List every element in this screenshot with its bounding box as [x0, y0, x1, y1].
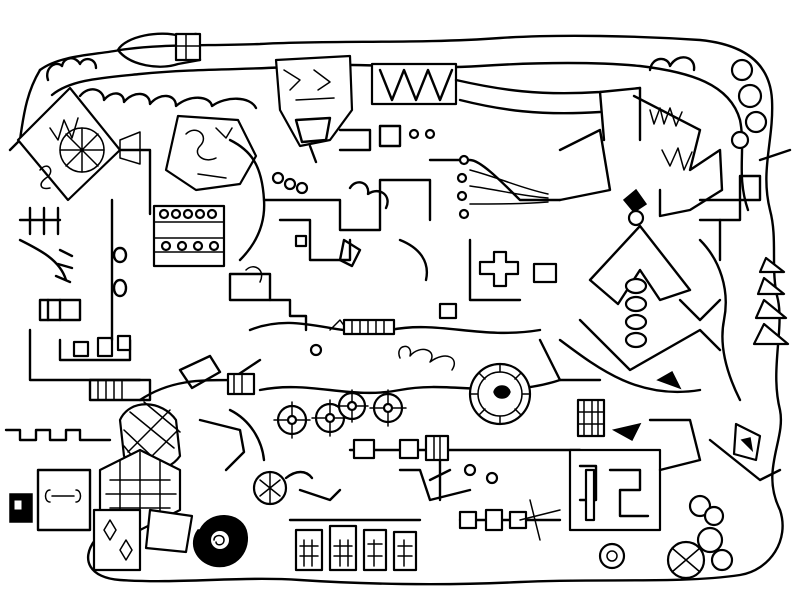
top-box	[174, 32, 202, 62]
central-top-machine	[118, 114, 272, 302]
bone-frame	[9, 468, 92, 532]
right-tower	[622, 94, 762, 262]
right-triangle-stack	[752, 256, 790, 346]
ferris-wheel-panel	[16, 86, 122, 202]
right-bottom-rooms	[568, 398, 782, 532]
bottom-right-bubbles	[598, 494, 734, 580]
left-corridors	[18, 198, 152, 402]
pyramid-structure	[558, 209, 722, 394]
grid-shapes	[92, 401, 194, 572]
hamster-wheel	[468, 362, 532, 426]
connector-chain	[348, 434, 582, 541]
battlements	[4, 428, 112, 442]
misc-paths	[138, 238, 742, 502]
spiral	[193, 515, 248, 568]
top-center-face	[271, 54, 436, 195]
bottom-vessels	[288, 518, 422, 572]
central-corridors	[228, 128, 612, 302]
zigzag-strip	[370, 62, 642, 142]
top-right-trees	[648, 56, 768, 150]
top-left-clouds	[46, 32, 258, 110]
gears-row	[273, 389, 407, 439]
turtle-shell	[252, 470, 342, 506]
